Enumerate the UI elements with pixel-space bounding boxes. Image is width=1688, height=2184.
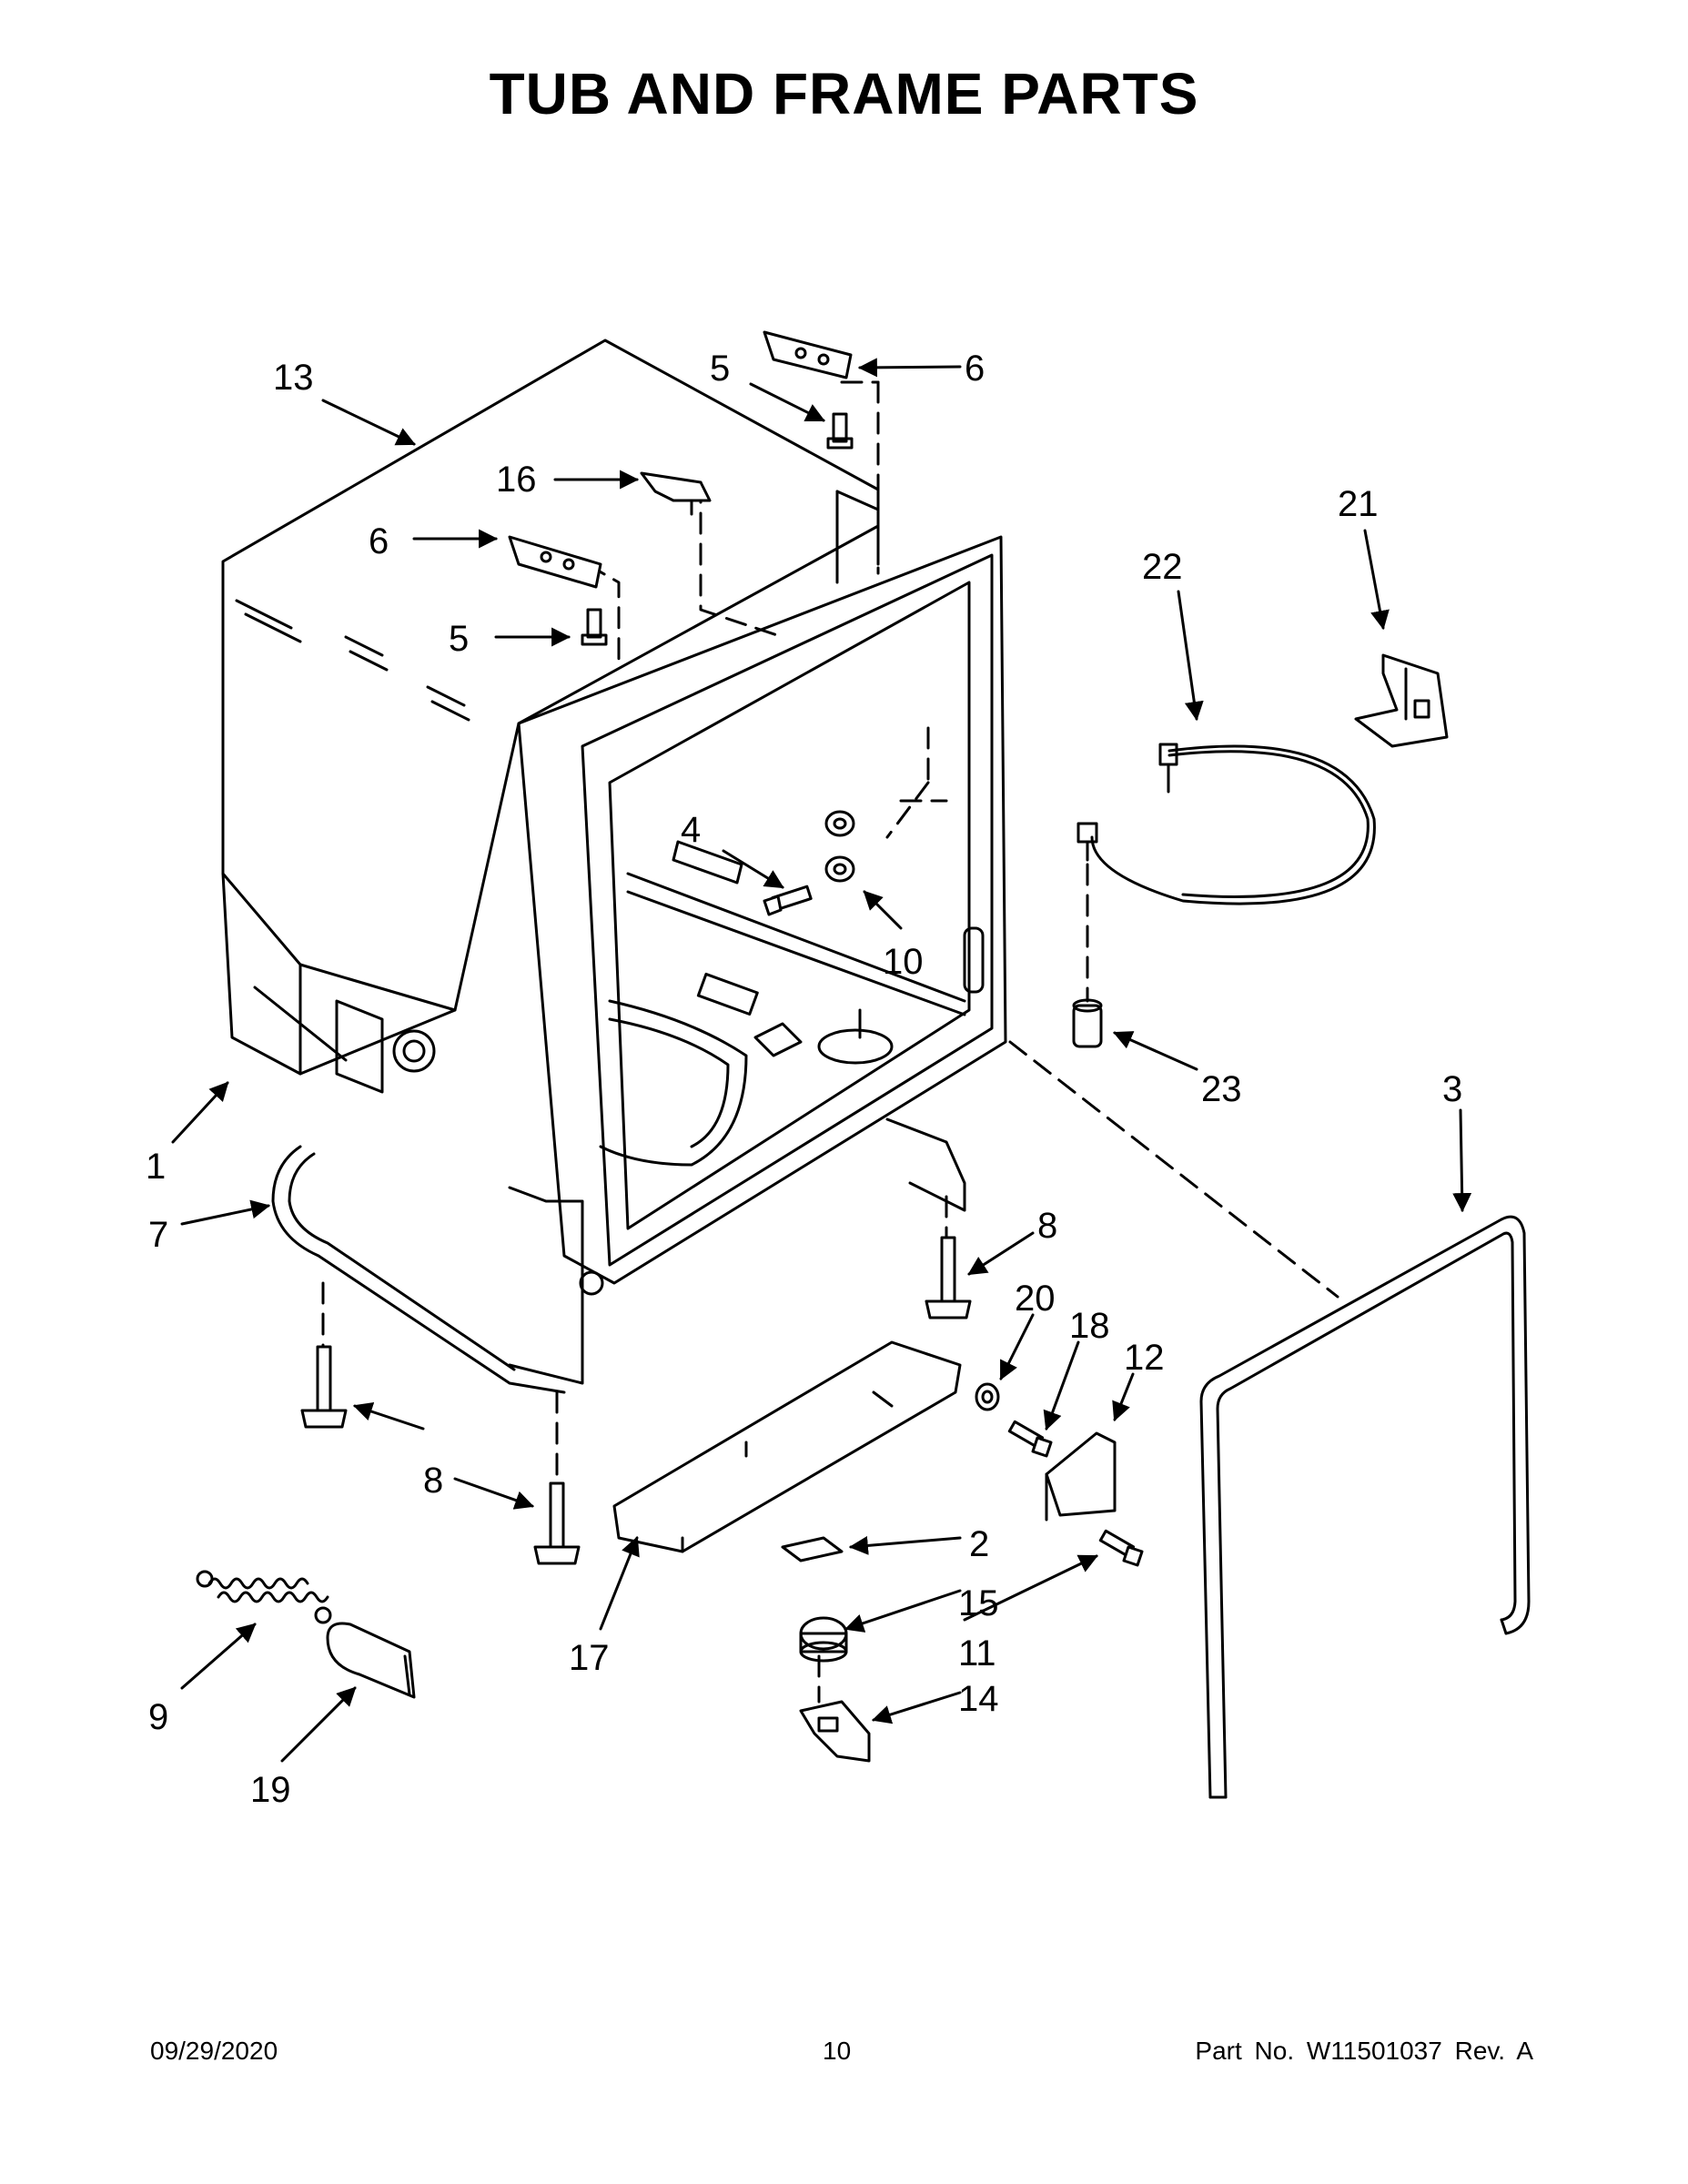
page-title: TUB AND FRAME PARTS	[489, 61, 1199, 126]
callout-3: 3	[1442, 1069, 1462, 1109]
callout-21: 21	[1338, 484, 1379, 524]
screw	[1100, 1531, 1142, 1565]
callout-12: 12	[1124, 1338, 1165, 1378]
spacer-pad	[673, 842, 742, 883]
float	[801, 1618, 846, 1661]
callout-1: 1	[146, 1147, 166, 1187]
footer-part-number: Part No. W11501037 Rev. A	[1195, 2037, 1533, 2065]
callout-18: 18	[1069, 1306, 1110, 1346]
door-gasket	[1201, 1217, 1529, 1797]
washer	[976, 1384, 998, 1410]
footer-page-number: 10	[823, 2037, 852, 2065]
callout-5: 5	[449, 619, 469, 659]
callout-19: 19	[250, 1770, 291, 1810]
bracket	[1046, 1433, 1115, 1520]
callout-15: 15	[958, 1583, 999, 1623]
callout-8: 8	[1037, 1206, 1057, 1246]
callout-22: 22	[1142, 547, 1183, 587]
leveling-leg	[926, 1238, 970, 1318]
callout-6: 6	[369, 521, 389, 561]
callout-2: 2	[969, 1524, 989, 1564]
callout-13: 13	[273, 358, 314, 398]
grommet	[826, 812, 854, 881]
callout-6: 6	[965, 349, 985, 389]
wire-harness	[1078, 744, 1374, 904]
spring	[197, 1572, 330, 1623]
callout-5: 5	[710, 349, 730, 389]
retainer-clip	[783, 1538, 842, 1561]
callout-23: 23	[1201, 1069, 1242, 1109]
connector	[1074, 1000, 1101, 1046]
callout-labels: 13 5 6 16 6 5 21 22 4 10 23 3 1 7 8 20 1…	[146, 349, 1462, 1810]
tub-seal	[273, 1147, 564, 1392]
mounting-bracket	[1356, 655, 1447, 746]
base-plate	[614, 1342, 960, 1552]
callout-4: 4	[681, 810, 701, 850]
hinge-bracket	[764, 332, 851, 378]
clip	[642, 473, 710, 514]
front-frame	[510, 491, 1006, 1383]
leader-arrows	[171, 358, 1472, 1763]
assembly-lines	[323, 382, 1338, 1702]
callout-20: 20	[1015, 1279, 1056, 1319]
footer-date: 09/29/2020	[150, 2037, 278, 2065]
screw	[828, 414, 852, 448]
callout-11: 11	[958, 1633, 996, 1673]
float-switch	[801, 1702, 869, 1761]
hinge-bracket	[510, 537, 601, 587]
callout-8: 8	[423, 1461, 443, 1501]
leveling-leg	[535, 1483, 579, 1563]
callout-7: 7	[148, 1215, 168, 1255]
bolt	[764, 886, 811, 915]
callout-9: 9	[148, 1697, 168, 1737]
tub-shell	[223, 340, 878, 1092]
callout-16: 16	[496, 460, 537, 500]
leveling-leg	[302, 1347, 346, 1427]
callout-14: 14	[958, 1679, 999, 1719]
screw	[1009, 1421, 1051, 1456]
callout-17: 17	[569, 1638, 610, 1678]
screw	[582, 610, 606, 644]
end-cap	[328, 1623, 414, 1697]
callout-10: 10	[883, 942, 924, 982]
